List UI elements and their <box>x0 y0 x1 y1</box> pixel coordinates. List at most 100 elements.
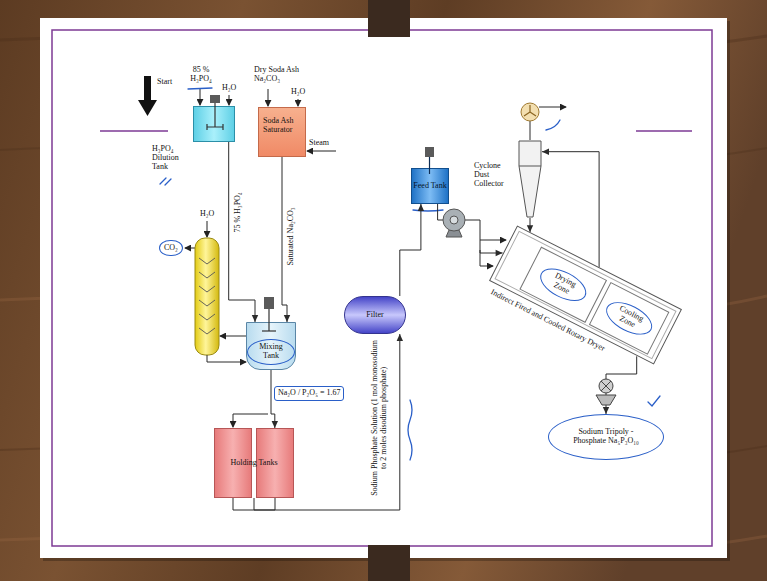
exhaust-fan <box>521 103 539 121</box>
equipment-label: Filter <box>366 311 383 320</box>
scrubber-column <box>199 328 215 334</box>
process-line <box>254 498 275 510</box>
slide <box>40 18 727 558</box>
hand-annotation <box>648 396 660 406</box>
feed-arrow <box>229 95 230 105</box>
feed-arrow <box>268 89 269 106</box>
zone-label: Drying Zone <box>535 262 591 308</box>
tank-label: Holding Tanks <box>230 459 277 468</box>
agitator-symbol <box>429 157 430 174</box>
agitator-symbol <box>268 309 269 331</box>
rotary-valve <box>601 381 611 391</box>
stream-label: 75 % H₃PO₄ <box>234 192 243 232</box>
rotary-valve <box>596 395 616 405</box>
stream-label: Sodium Phosphate Solution (1 mol monosod… <box>371 338 389 498</box>
scrubber-column <box>199 258 215 264</box>
process-line <box>539 107 566 108</box>
tank-label: H₃PO₄ Dilution Tank <box>152 145 192 172</box>
scrubber-column <box>199 272 215 278</box>
agitator-symbol <box>194 107 236 143</box>
arrow-head <box>252 315 258 322</box>
flow-line-path <box>438 204 503 253</box>
agitator-symbol <box>210 95 220 103</box>
binder-clip <box>368 0 410 37</box>
holding-tanks: Holding Tanks <box>214 428 294 498</box>
pump-symbol <box>443 209 465 231</box>
scrubber-column <box>199 300 215 306</box>
exhaust-fan <box>524 105 536 116</box>
feed-arrow <box>307 151 336 152</box>
feed-arrow <box>185 89 336 248</box>
feed-arrow <box>298 99 299 106</box>
scrubber-column <box>195 238 219 355</box>
hand-annotation <box>160 88 660 460</box>
hand-annotation <box>546 120 560 130</box>
slide <box>636 130 692 132</box>
hand-annotation <box>413 210 443 211</box>
dilution-tank: H₃PO₄ Dilution Tank <box>193 106 235 142</box>
flow-line <box>438 204 503 256</box>
slide <box>40 18 730 561</box>
process-line <box>530 121 531 140</box>
output-label: CO₂ <box>159 240 183 257</box>
start-arrow <box>138 76 157 116</box>
input-label: H₂O <box>222 84 236 93</box>
pump-symbol <box>450 216 458 224</box>
arrow-head <box>418 204 424 211</box>
hand-annotation <box>408 400 412 460</box>
scrubber-column <box>195 238 219 355</box>
start-label: Start <box>157 78 172 87</box>
agitator-symbol <box>264 297 274 309</box>
flow-line-path <box>400 204 421 296</box>
agitator-symbol <box>214 103 215 127</box>
input-label: H₂O <box>291 88 305 97</box>
process-line <box>220 336 246 337</box>
slide <box>100 130 168 132</box>
flow-line <box>229 142 259 322</box>
arrow-head <box>284 315 290 322</box>
start-arrow <box>138 76 157 116</box>
rotary-dryer: Indirect Fired and Cooled Rotary DryerDr… <box>489 225 682 364</box>
scrubber-column <box>199 286 215 292</box>
zone-label: Cooling Zone <box>600 295 656 341</box>
feed-arrow <box>200 89 201 105</box>
process-line <box>480 240 506 241</box>
ratio-note: Na₂O / P₂O₅ = 1.67 <box>274 386 344 401</box>
process-line <box>233 414 268 427</box>
feed-arrow <box>207 221 208 237</box>
feed-arrow <box>185 248 195 249</box>
binder-clip <box>368 545 410 581</box>
flow-line <box>400 204 424 296</box>
arrow-head <box>542 149 549 155</box>
arrow-head <box>603 407 609 414</box>
hand-annotation <box>188 88 212 89</box>
hand-annotation <box>160 178 171 185</box>
equipment-label: Cyclone Dust Collector <box>474 162 514 189</box>
process-line <box>480 266 493 267</box>
mixing-tank: Mixing Tank <box>246 322 296 370</box>
input-label: Steam <box>309 139 329 148</box>
exhaust-fan <box>521 103 539 121</box>
cyclone-shape <box>519 141 541 217</box>
stream-label: Saturated Na₂CO₃ <box>287 207 296 265</box>
rotary-valve <box>599 379 613 393</box>
tank-label: Mixing Tank <box>247 339 295 365</box>
arrow-head <box>397 334 403 341</box>
scrubber-column <box>199 258 215 334</box>
product-label: Sodium Tripoly - Phosphate Na₅P₃O₁₀ <box>568 428 644 446</box>
binder-clip <box>368 0 410 581</box>
feed-tank: Feed Tank <box>411 168 449 204</box>
cyclone-collector: Cyclone Dust Collector <box>518 140 542 218</box>
scrubber-column <box>199 314 215 320</box>
slide <box>52 30 712 546</box>
cyclone-shape <box>518 140 542 218</box>
process-line <box>207 355 246 362</box>
process-line <box>233 498 254 510</box>
agitator-symbol <box>262 330 276 331</box>
